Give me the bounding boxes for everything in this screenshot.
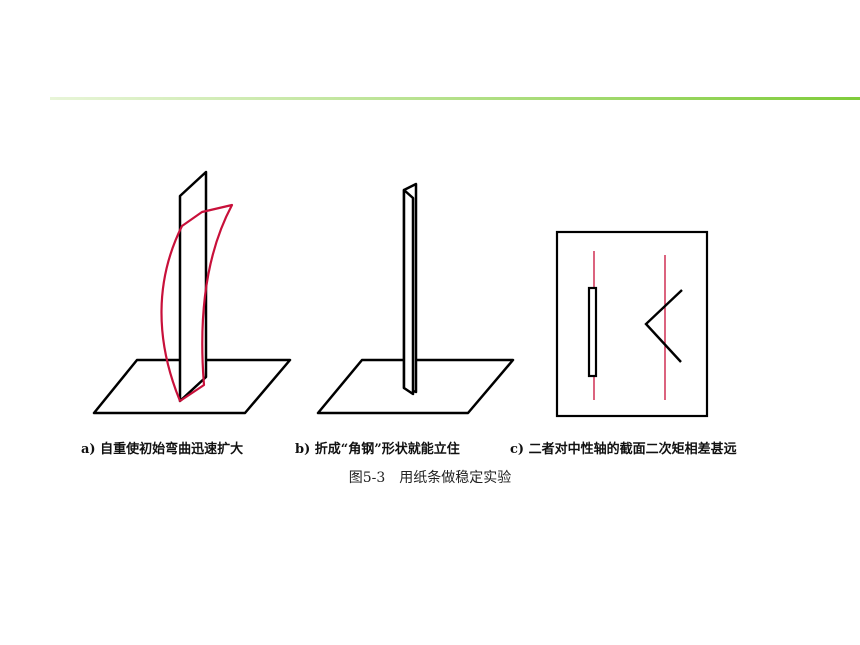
panel-c-diagram [555,230,709,418]
panel-b-diagram [316,182,515,415]
caption-panel-a: a) 自重使初始弯曲迅速扩大 [81,442,244,457]
header-rule [50,97,860,100]
caption-panel-c: c) 二者对中性轴的截面二次矩相差甚远 [510,442,737,457]
figure-title: 图5-3 用纸条做稳定实验 [348,470,512,486]
panel-a-buckled-strip [160,203,234,403]
panel-b-angle-flange [402,188,415,396]
caption-panel-b: b) 折成“角钢”形状就能立住 [295,442,460,457]
panel-c-frame [555,230,709,418]
panel-a-paper-strip [178,170,208,403]
panel-a-diagram [92,170,292,415]
angle-section [644,289,683,363]
flat-strip-section [587,286,598,378]
